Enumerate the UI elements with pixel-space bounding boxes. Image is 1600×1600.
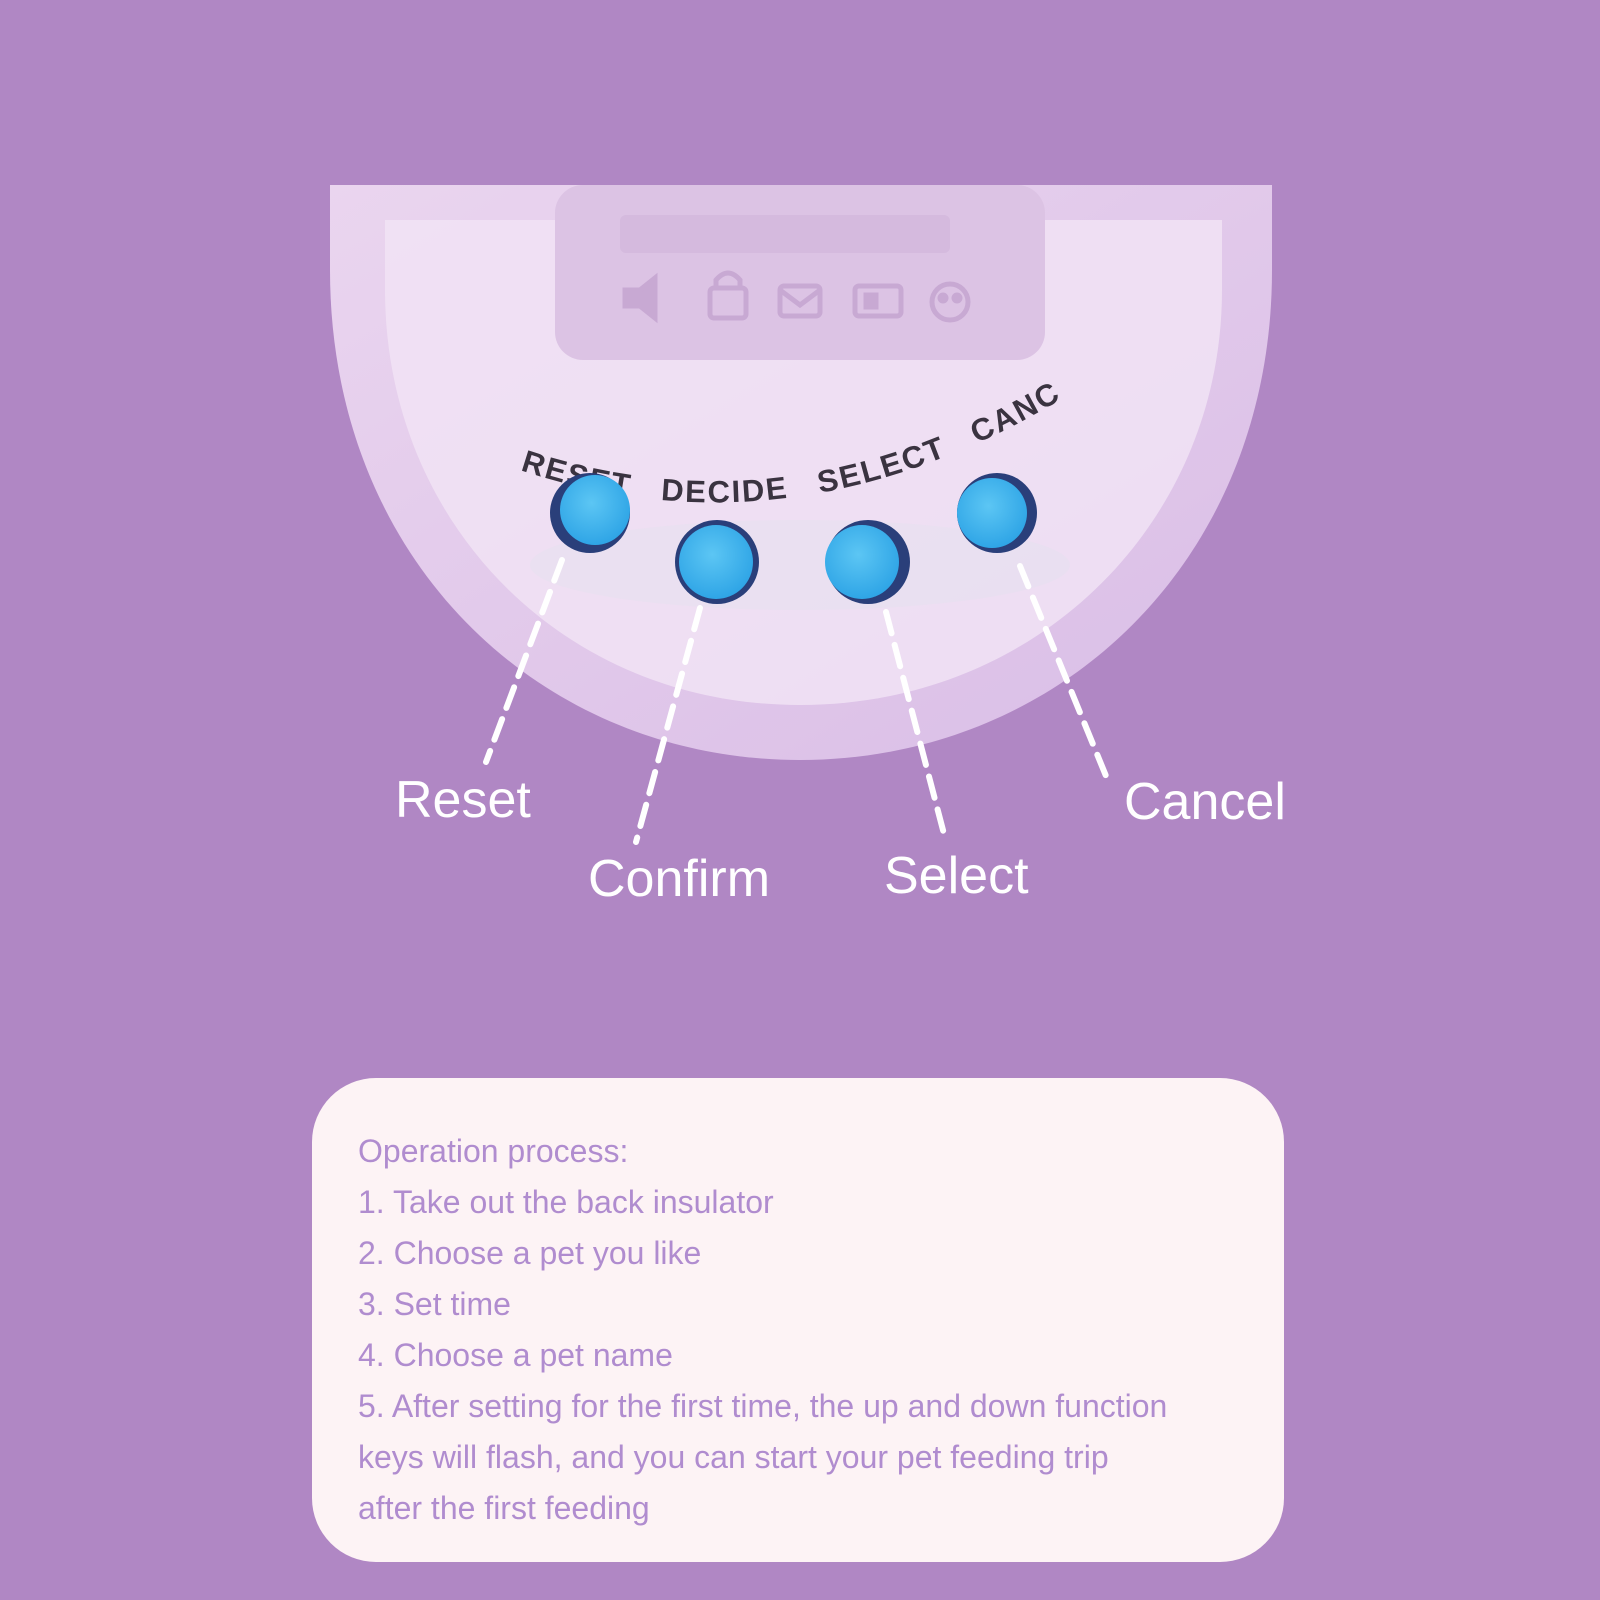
label-reset: Reset xyxy=(395,771,531,829)
label-select: Select xyxy=(884,847,1029,905)
instruction-step-3: 3. Set time xyxy=(358,1286,511,1322)
speaker-icon xyxy=(622,272,658,324)
instruction-step-4: 4. Choose a pet name xyxy=(358,1337,673,1373)
instruction-step-5-end: after the first feeding xyxy=(358,1490,650,1526)
device-screen xyxy=(555,185,1045,360)
lock-icon xyxy=(707,270,749,321)
label-cancel: Cancel xyxy=(1124,773,1286,831)
device-label-decide: DECIDE xyxy=(660,470,790,510)
reset-leader-line xyxy=(483,557,565,765)
reset-button[interactable] xyxy=(550,473,630,553)
cancel-button[interactable] xyxy=(957,473,1037,553)
decide-button[interactable] xyxy=(675,520,759,604)
instruction-step-5: 5. After setting for the first time, the… xyxy=(358,1388,1168,1424)
instruction-step-2: 2. Choose a pet you like xyxy=(358,1235,702,1271)
instructions-card: Operation process: 1. Take out the back … xyxy=(312,1078,1284,1562)
label-confirm: Confirm xyxy=(588,850,771,908)
cancel-leader-line xyxy=(1017,563,1109,779)
instruction-step-1: 1. Take out the back insulator xyxy=(358,1184,774,1220)
pet-icon xyxy=(929,281,971,323)
screen-top-bar xyxy=(620,215,950,253)
button-well xyxy=(530,520,1070,610)
select-button[interactable] xyxy=(825,520,910,604)
instruction-step-5-cont: keys will flash, and you can start your … xyxy=(358,1439,1109,1475)
mail-icon xyxy=(777,283,823,319)
select-leader-line xyxy=(883,609,947,837)
confirm-leader-line xyxy=(633,605,703,845)
instructions-title: Operation process: xyxy=(358,1133,629,1169)
battery-icon xyxy=(852,283,904,319)
